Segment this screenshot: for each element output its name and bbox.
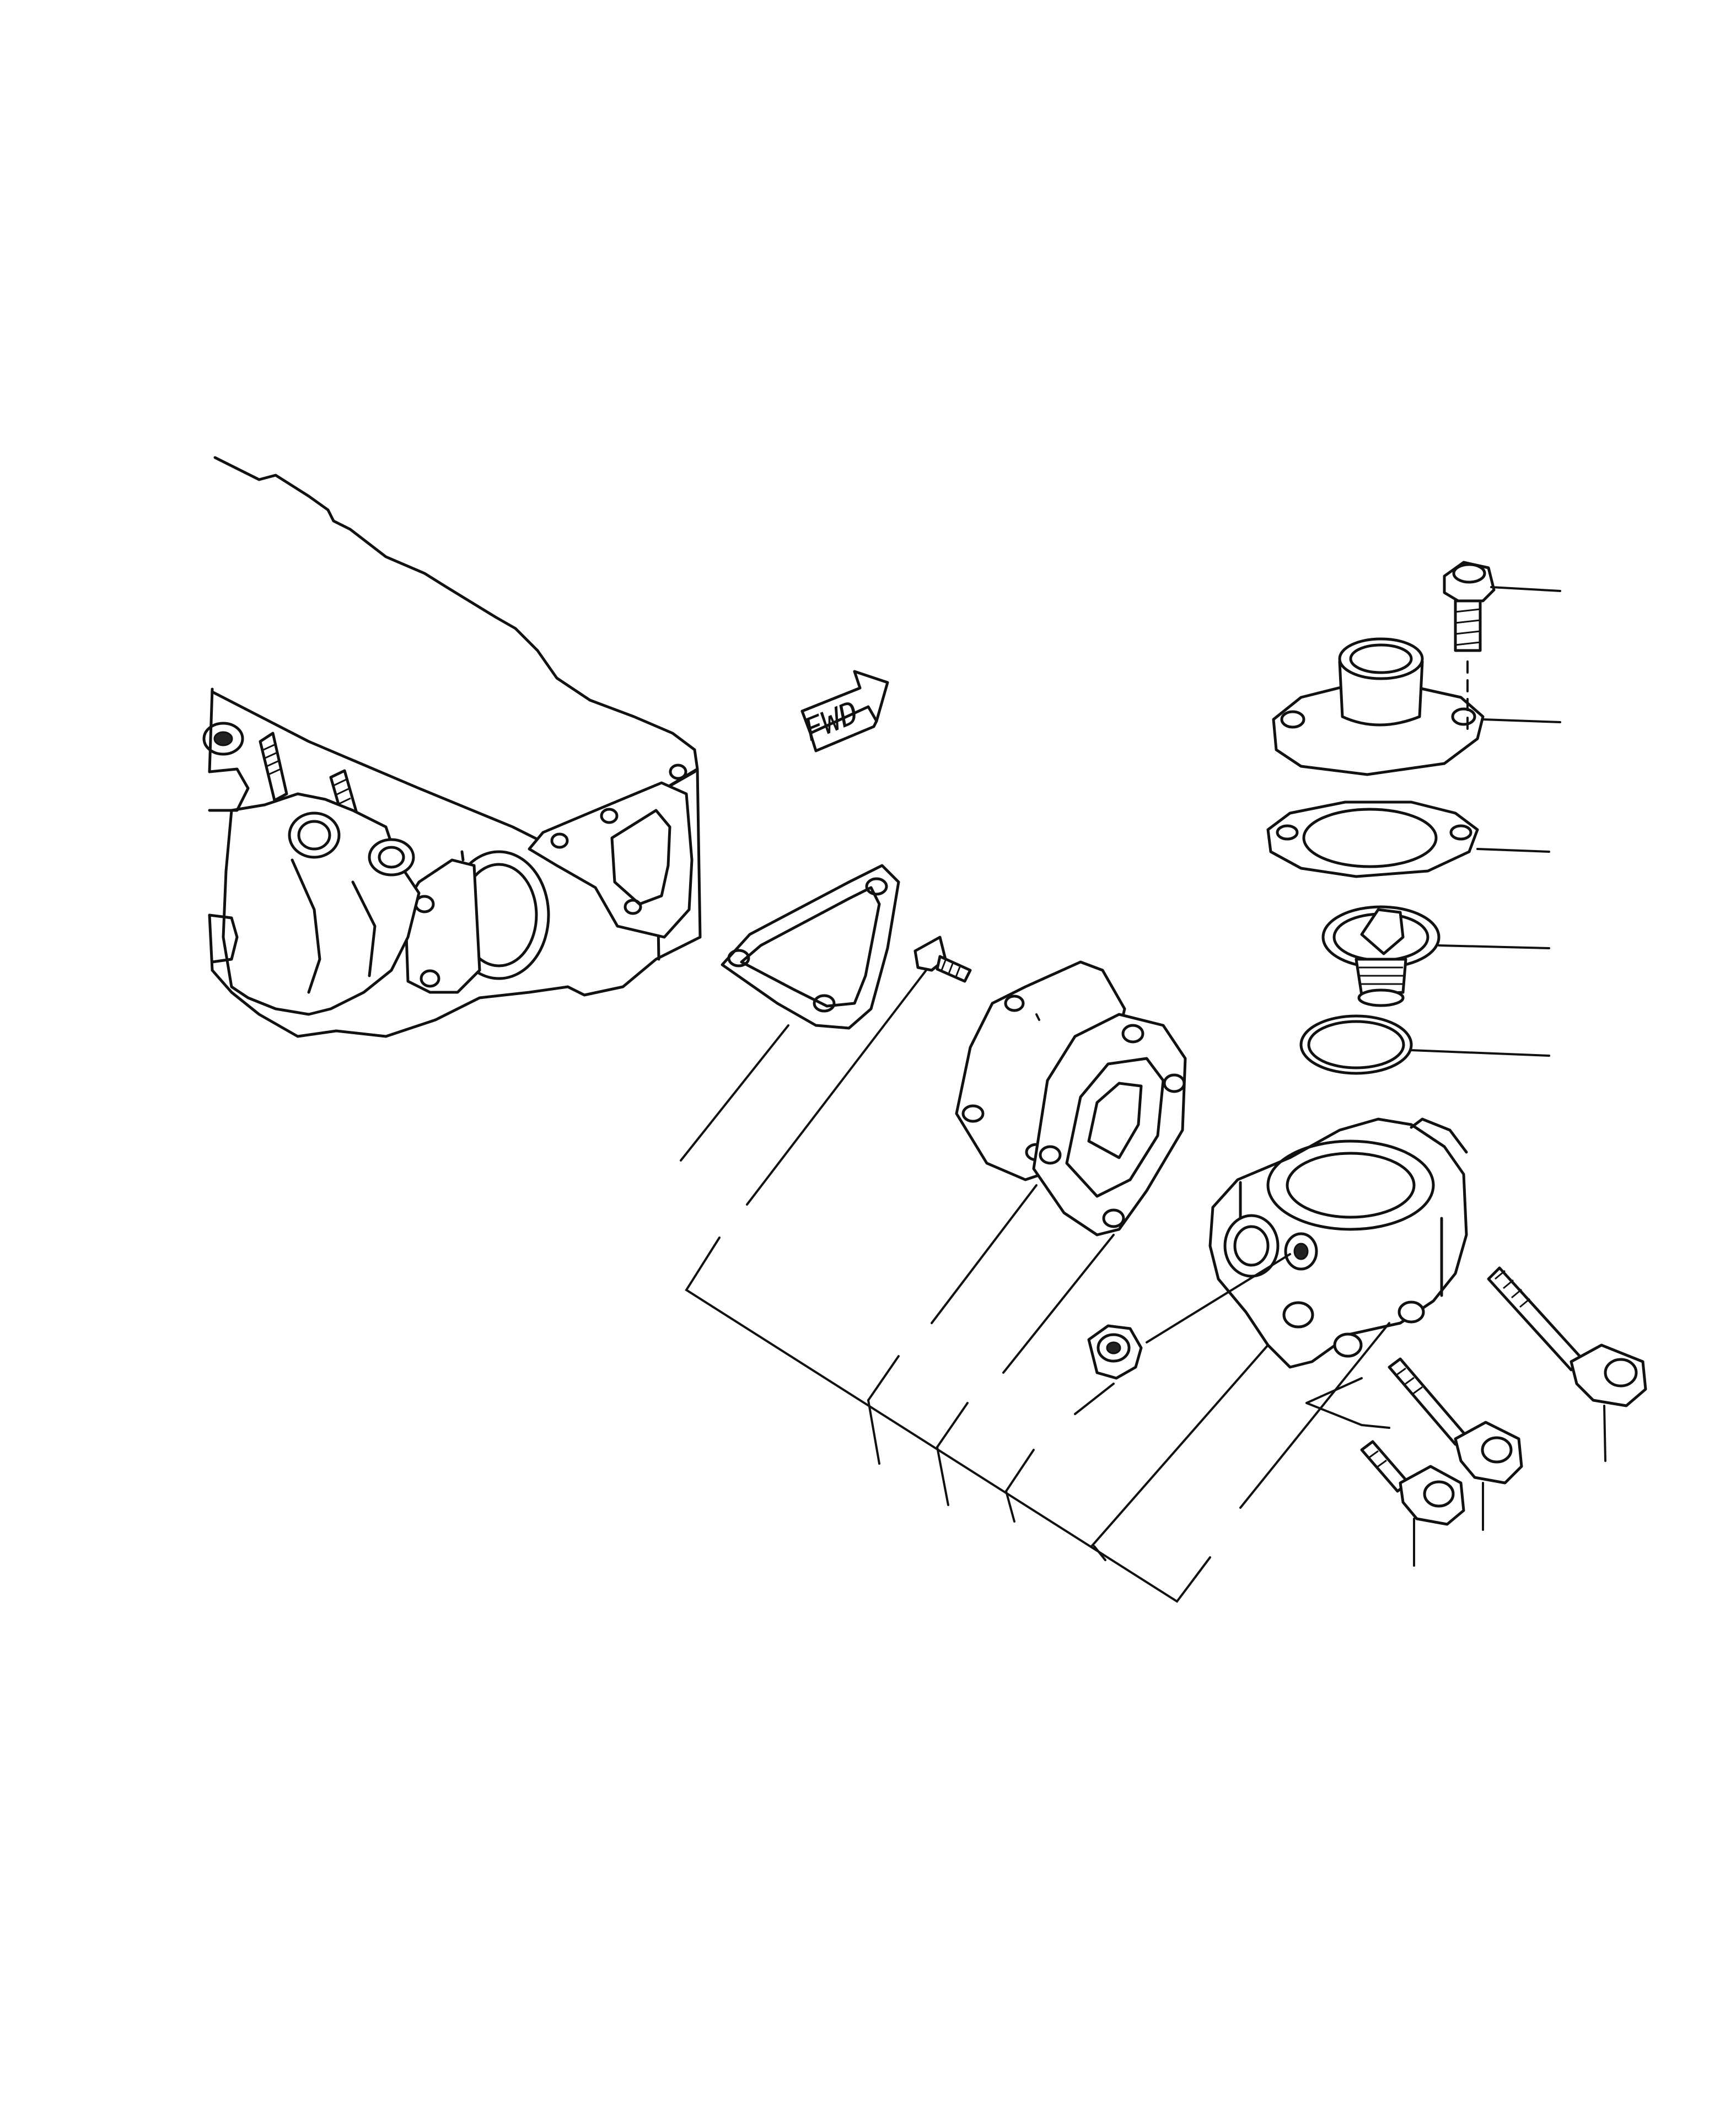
callout-housing-2 — [1239, 1322, 1390, 1509]
callout-drain-plug — [1074, 1383, 1115, 1415]
water-outlet-pipe — [1272, 637, 1485, 776]
callout-housing — [1090, 1344, 1269, 1547]
head-gasket — [721, 864, 900, 1030]
thermostat-o-ring — [1299, 1014, 1413, 1075]
thermostat-housing — [1208, 1117, 1468, 1369]
callout-thermostat — [1438, 944, 1550, 949]
adapter-gasket — [1032, 1013, 1187, 1237]
callout-outlet-pipe — [1482, 718, 1561, 723]
callout-lines — [680, 586, 1606, 1603]
fwd-arrow-icon: FWD — [799, 670, 889, 752]
housing-bolt-long — [1487, 1266, 1647, 1407]
callout-bolt-long — [1603, 1405, 1606, 1462]
outlet-gasket — [1266, 800, 1479, 878]
thermostat-housing-bolt — [1443, 561, 1496, 734]
drain-plug — [1087, 1253, 1291, 1380]
callout-o-ring — [1410, 1049, 1550, 1057]
stud-bolt — [913, 936, 972, 983]
callout-adapter-gasket — [1002, 1234, 1115, 1374]
cylinder-head — [202, 456, 702, 1038]
callout-adapter-plate — [931, 1184, 1038, 1324]
housing-bolt-short — [1360, 1440, 1465, 1526]
callout-bolt — [1490, 586, 1561, 592]
callout-outlet-gasket — [1476, 848, 1550, 853]
housing-bolt-medium — [1388, 1357, 1523, 1485]
callout-head-gasket — [680, 1024, 789, 1162]
thermostat — [1321, 905, 1441, 1007]
callout-stud-bolt — [746, 969, 927, 1206]
